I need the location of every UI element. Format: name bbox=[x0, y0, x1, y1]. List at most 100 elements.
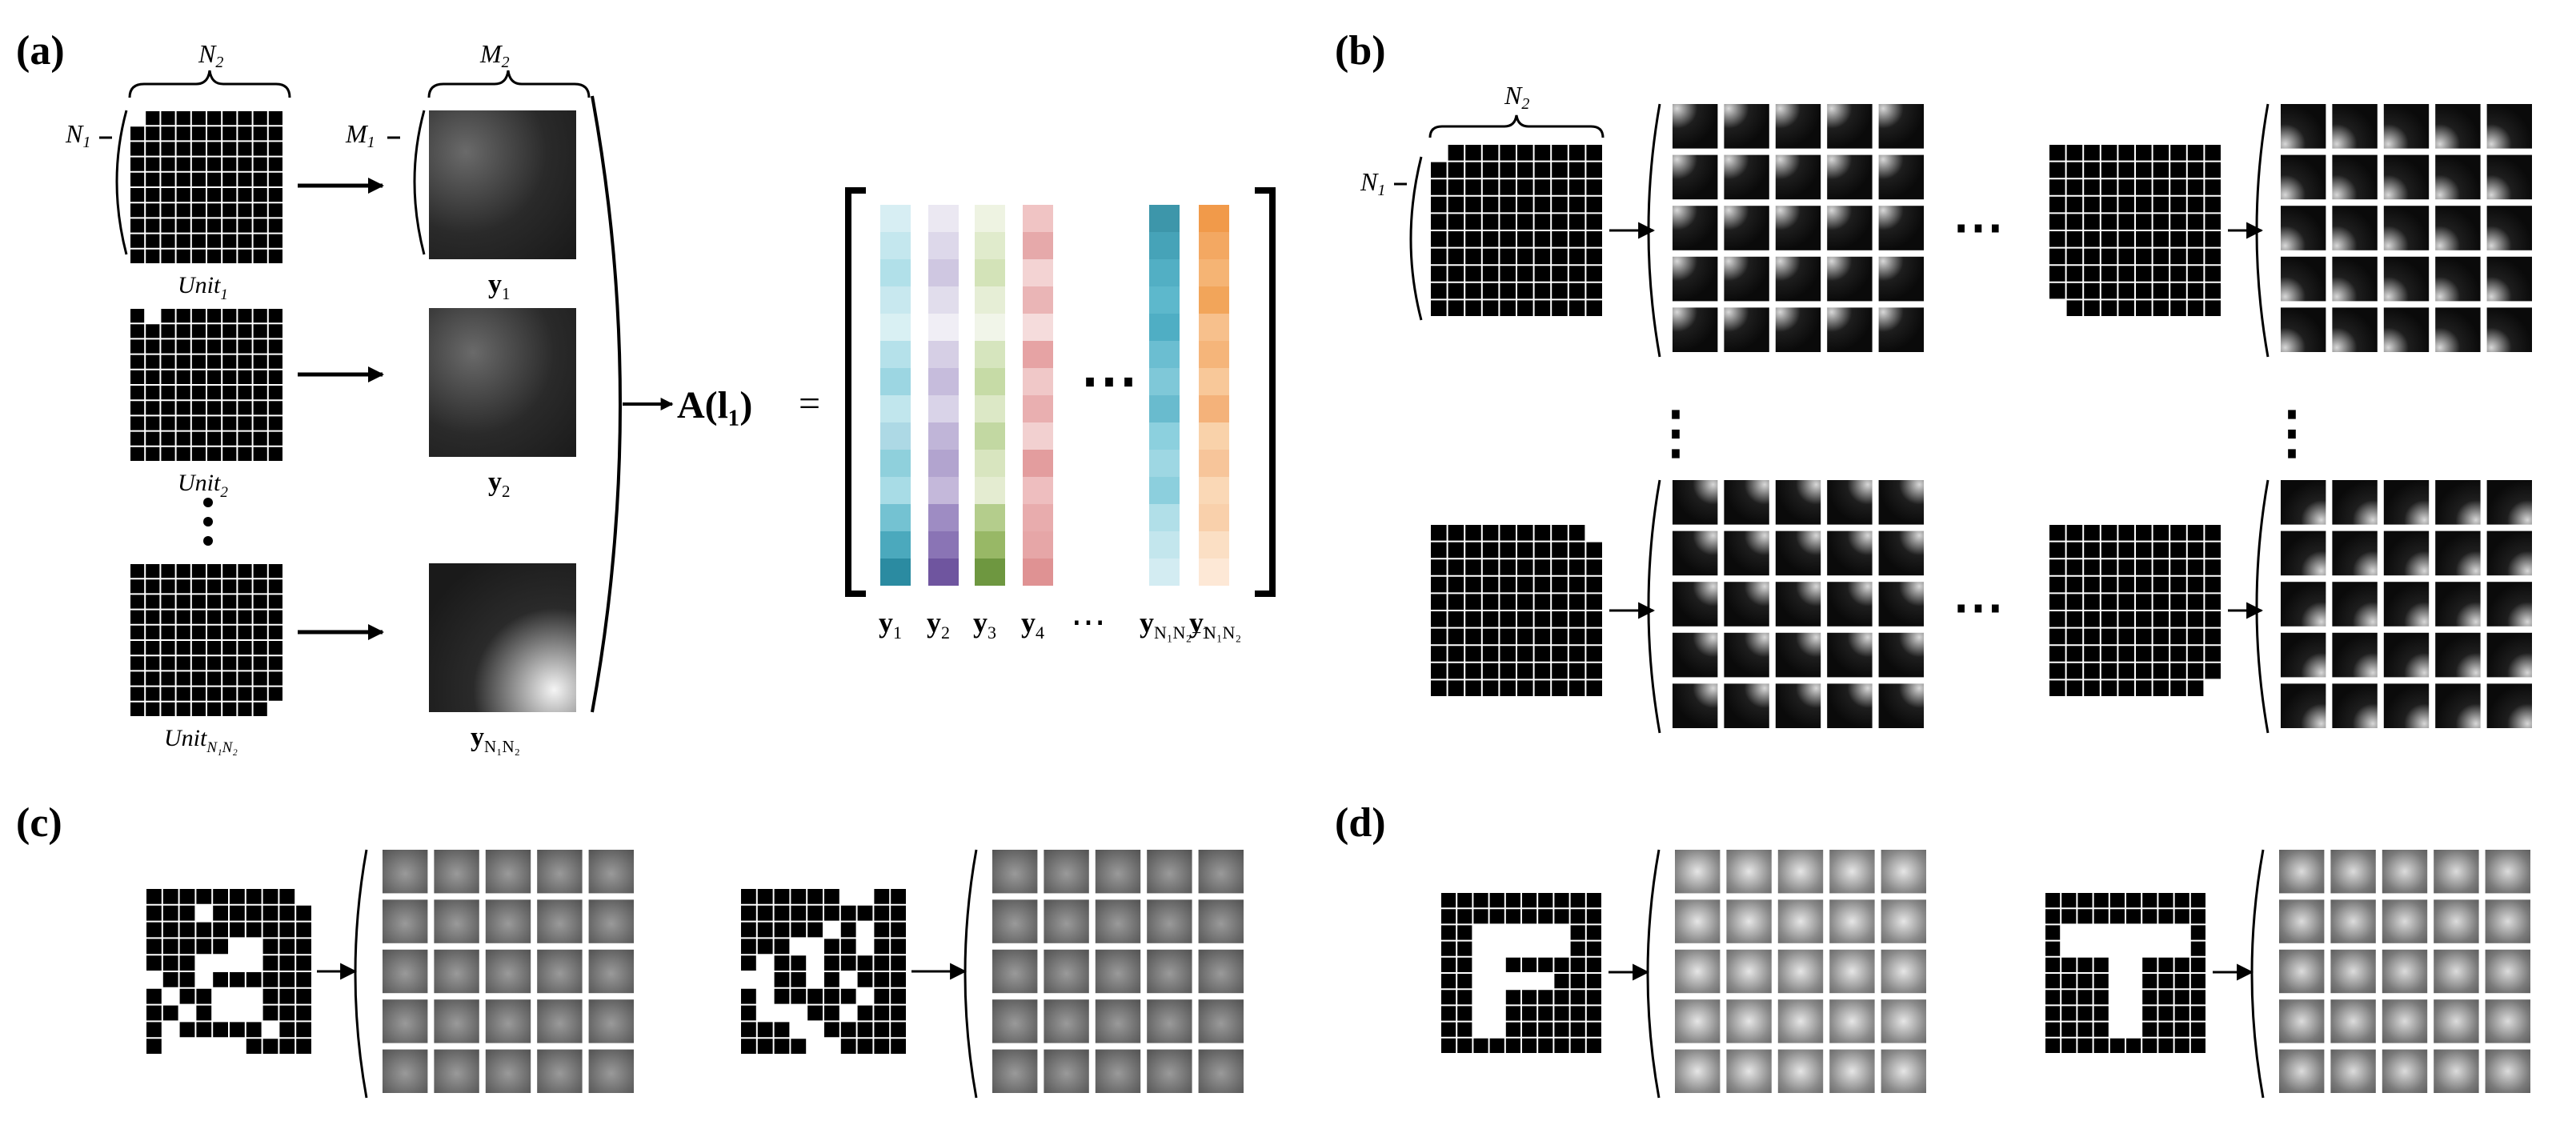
tile bbox=[1726, 899, 1772, 943]
matrix-left-bracket bbox=[845, 187, 866, 597]
tile bbox=[2435, 480, 2481, 525]
panel-b-label: (b) bbox=[1335, 28, 1386, 74]
tile bbox=[2382, 999, 2428, 1043]
vdot bbox=[203, 536, 213, 546]
tile bbox=[2281, 256, 2326, 302]
tile bbox=[537, 1049, 583, 1093]
b-n1-paren bbox=[1409, 156, 1423, 321]
tile bbox=[2279, 949, 2325, 994]
tile bbox=[1827, 154, 1873, 200]
tile bbox=[1095, 899, 1141, 943]
matrix-column-1 bbox=[880, 205, 911, 586]
tile bbox=[2486, 683, 2532, 728]
tile bbox=[588, 949, 634, 994]
panel-b: N2 N1 ⋯ ⋯ ⋮ ⋮ bbox=[1360, 81, 2321, 635]
tile bbox=[2332, 206, 2378, 250]
tile bbox=[1878, 154, 1924, 200]
matrix-right-bracket bbox=[1255, 187, 1276, 597]
tile bbox=[2486, 206, 2532, 250]
tile bbox=[1827, 206, 1873, 250]
tile bbox=[992, 850, 1038, 894]
tile bbox=[2383, 480, 2430, 525]
tile bbox=[537, 850, 583, 894]
tile bbox=[1878, 632, 1924, 678]
tile bbox=[1827, 582, 1873, 627]
b-tile-grid-3 bbox=[1673, 480, 1924, 728]
tile bbox=[1726, 949, 1772, 994]
tile bbox=[2435, 104, 2481, 149]
matrix-column-3 bbox=[975, 205, 1005, 586]
d-pattern-grid-2 bbox=[2044, 891, 2207, 1055]
d-tile-grid-1 bbox=[1675, 850, 1926, 1093]
tile bbox=[1147, 899, 1192, 943]
matrix-column-6 bbox=[1199, 205, 1229, 586]
b-n2-brace bbox=[1428, 114, 1604, 138]
tile bbox=[1675, 1049, 1721, 1093]
tile bbox=[485, 899, 531, 943]
tile bbox=[1777, 949, 1824, 994]
tile bbox=[1198, 949, 1244, 994]
tile bbox=[1044, 949, 1089, 994]
tile bbox=[1775, 256, 1821, 302]
tile bbox=[2383, 307, 2430, 352]
tile bbox=[383, 899, 428, 943]
tile bbox=[1829, 1049, 1875, 1093]
tile bbox=[2485, 949, 2530, 994]
tile bbox=[1878, 307, 1924, 352]
tile bbox=[434, 999, 479, 1043]
tile bbox=[1726, 1049, 1772, 1093]
tile bbox=[485, 999, 531, 1043]
tile bbox=[1724, 480, 1769, 525]
tile bbox=[2486, 530, 2532, 576]
tile bbox=[2383, 582, 2430, 627]
matrix-column-4 bbox=[1023, 205, 1053, 586]
column-label-1: y1 bbox=[879, 607, 902, 643]
tile bbox=[1777, 1049, 1824, 1093]
tile bbox=[1724, 154, 1769, 200]
tile bbox=[588, 1049, 634, 1093]
tile bbox=[1198, 850, 1244, 894]
m2-brace bbox=[427, 70, 591, 98]
tile bbox=[1777, 850, 1824, 894]
matrix-lhs: A(l₁) bbox=[677, 384, 752, 426]
output-image-1 bbox=[429, 110, 576, 259]
b-unit-grid-3 bbox=[1429, 523, 1604, 698]
panel-d-label: (d) bbox=[1335, 800, 1386, 846]
tile bbox=[992, 999, 1038, 1043]
tile bbox=[1827, 683, 1873, 728]
tile bbox=[1829, 899, 1875, 943]
tile bbox=[1198, 999, 1244, 1043]
b-vellipsis-left: ⋮ bbox=[1647, 401, 1705, 465]
matrix-ellipsis: ⋯ bbox=[1080, 349, 1138, 413]
tile bbox=[1198, 899, 1244, 943]
b-unit-grid-2 bbox=[2048, 143, 2222, 318]
tile bbox=[2383, 104, 2430, 149]
tile bbox=[1777, 999, 1824, 1043]
column-label-2: y2 bbox=[927, 607, 950, 643]
matrix-column-2 bbox=[928, 205, 959, 586]
big-right-paren bbox=[591, 95, 622, 713]
left-paren bbox=[2255, 103, 2270, 358]
tile bbox=[2435, 632, 2481, 678]
tile bbox=[2332, 104, 2378, 149]
tile bbox=[2383, 256, 2430, 302]
tile bbox=[1044, 999, 1089, 1043]
tile bbox=[1829, 850, 1875, 894]
tile bbox=[383, 850, 428, 894]
column-label-6: yN₁N₂ bbox=[1189, 607, 1241, 643]
tile bbox=[1675, 850, 1721, 894]
tile bbox=[2486, 307, 2532, 352]
tile bbox=[992, 949, 1038, 994]
tile bbox=[2281, 206, 2326, 250]
tile bbox=[2330, 949, 2376, 994]
tile bbox=[1724, 582, 1769, 627]
tile bbox=[1881, 949, 1926, 994]
tile bbox=[2434, 999, 2479, 1043]
column-label-4: y4 bbox=[1021, 607, 1044, 643]
output-label-2: y2 bbox=[488, 467, 511, 501]
tile bbox=[2332, 154, 2378, 200]
tile bbox=[383, 1049, 428, 1093]
tile bbox=[1777, 899, 1824, 943]
tile bbox=[2279, 1049, 2325, 1093]
